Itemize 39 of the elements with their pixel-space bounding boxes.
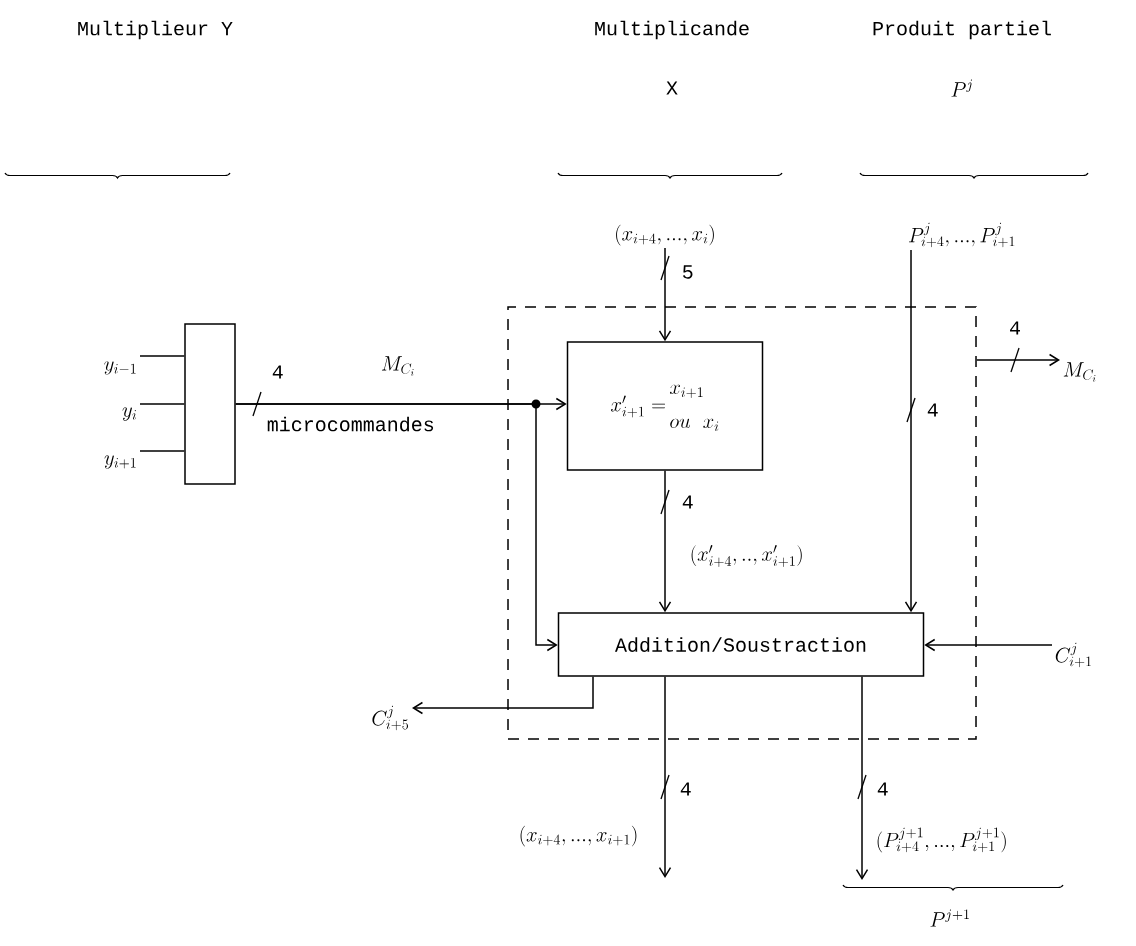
column-heading: Multiplieur Y	[78, 20, 233, 40]
bus-width-label: 5	[683, 265, 693, 279]
signal-label: $(x_{i+4},...,x_{i})$	[616, 224, 714, 246]
bus-width-label: 4	[1010, 321, 1020, 335]
bus-width-label: 4	[877, 782, 888, 796]
signal-label: $(x_{i+4},...,x_{i+1})$	[520, 825, 637, 847]
signal-label: microcommandes	[267, 416, 434, 432]
signal-label: $y_{i+1}$	[104, 455, 136, 469]
signal-label: $P^{j+1}$	[930, 909, 969, 927]
signal-label: $P^{j}_{i+4},...,P^{j}_{i+1}$	[909, 222, 1015, 248]
column-heading: Multiplicande	[595, 20, 749, 40]
signal-label: $C^{j}_{i+5}$	[372, 705, 409, 731]
signal-label: $M_{C_{i}}$	[1063, 362, 1096, 382]
arrow	[904, 249, 918, 613]
signal-label: $C^{j}_{i+1}$	[1055, 642, 1091, 668]
signal-label: $y_{i-1}$	[104, 361, 136, 375]
decoder-box	[184, 323, 236, 485]
signal-label: $(P^{j+1}_{i+4},...,P^{j+1}_{i+1})$	[877, 827, 1006, 853]
signal-label: $M_{C_{i}}$	[381, 356, 414, 376]
column-heading: $P^{j}$	[951, 79, 972, 97]
bus-width-label: 4	[927, 403, 938, 417]
bus-width-label: 4	[680, 782, 691, 796]
arrow	[976, 353, 1060, 367]
column-heading: Produit partiel	[873, 20, 1051, 40]
signal-label: $y_{i}$	[122, 407, 136, 421]
arrow	[855, 676, 869, 880]
bus-width-label: 4	[272, 365, 283, 379]
signal-label: $(x'_{i+4},..,x'_{i+1})$	[691, 545, 802, 567]
arrow	[658, 676, 672, 878]
arrow	[235, 403, 558, 652]
arrow	[658, 470, 672, 613]
bus-width-label: 4	[682, 495, 693, 509]
arrow	[924, 638, 1053, 652]
arrow	[412, 676, 594, 715]
adder-subtractor-box: Addition/Soustraction	[557, 612, 925, 677]
column-heading: X	[666, 81, 678, 95]
selector-box: $x'_{i+1} =$ $x_{i+1}$ $ou\ x_{i}$	[566, 341, 764, 471]
arrow	[658, 247, 672, 342]
dashed-boundary-box	[507, 306, 977, 740]
